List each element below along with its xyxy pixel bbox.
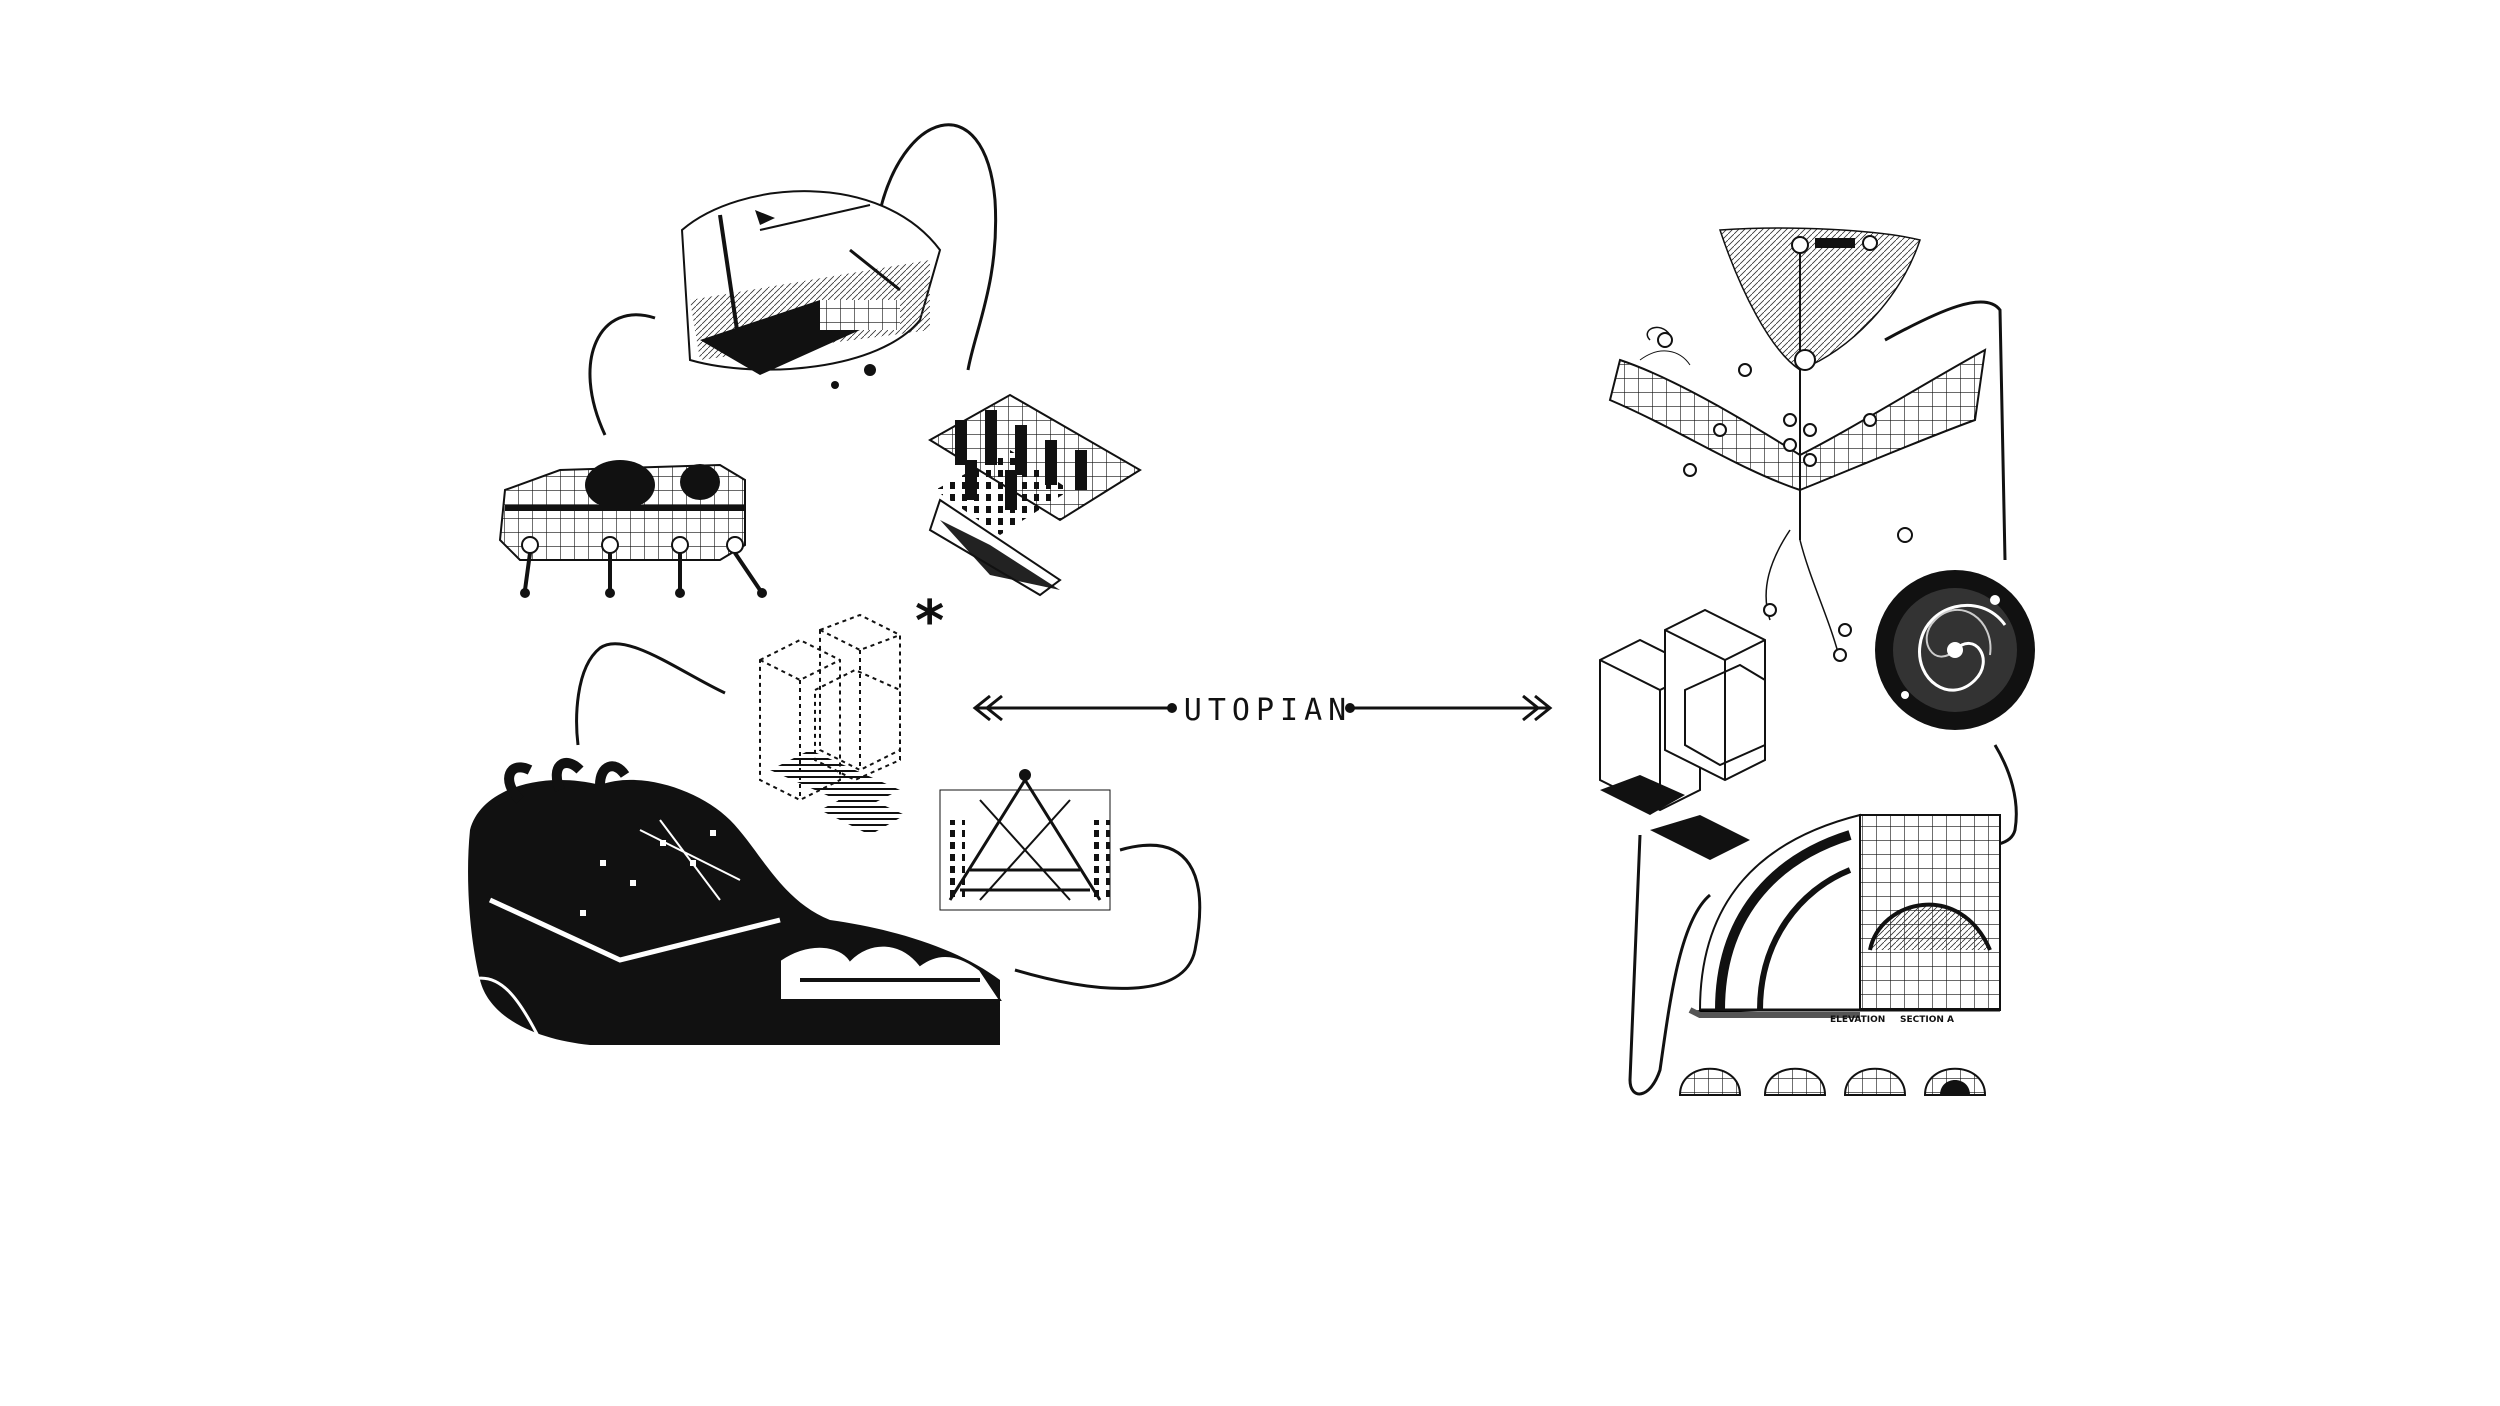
connector-curve-upper-left: [588, 313, 656, 436]
connector-curve-middle-left: [575, 642, 726, 746]
drawing-black-map: [468, 758, 1002, 1045]
double-arrow-right: [1345, 694, 1553, 722]
hatched-base-right: [820, 792, 905, 835]
drawing-perspective-city: [680, 190, 942, 389]
drawing-elevation-section: ELEVATION SECTION A: [1688, 813, 2001, 1025]
connector-curve-lower-right: [1014, 843, 1202, 990]
connector-curve-right-bottom: [1628, 834, 1711, 1096]
drawing-spiral-circle: [1875, 570, 2035, 730]
drawing-level-domes: [1678, 1067, 1987, 1096]
connector-curve-right-top: [1884, 300, 2007, 561]
black-base-left: [1600, 775, 1685, 815]
elevation-label: ELEVATION: [1830, 1015, 1885, 1025]
drawing-section-truss: [939, 769, 1111, 911]
asterisk-marker: *: [915, 589, 944, 654]
drawing-master-plan: [1608, 227, 1987, 662]
drawing-solid-isometric-boxes: [1599, 608, 1766, 812]
double-arrow-left: [972, 694, 1177, 722]
hatched-base-left: [770, 750, 900, 810]
drawing-isometric-towers: [928, 393, 1142, 597]
connector-curve-top: [876, 123, 998, 371]
drawing-plan-legs: [498, 460, 767, 598]
section-label: SECTION A: [1900, 1015, 1954, 1025]
black-base-right: [1650, 815, 1750, 860]
center-label-utopian: UTOPIAN: [1184, 693, 1352, 728]
